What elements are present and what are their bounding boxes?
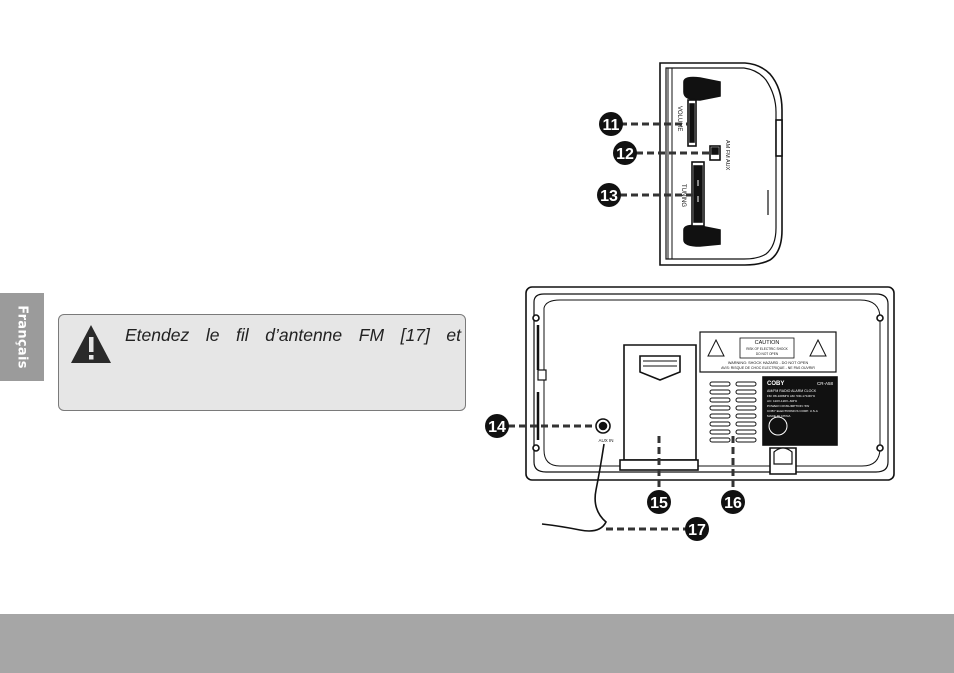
fm-antenna-wire <box>541 443 607 532</box>
callout-17: 17 <box>685 517 709 541</box>
rating-spec2: AC: 110V-120V~60Hz <box>767 399 798 403</box>
rating-brand: COBY <box>767 381 784 387</box>
warning-french: AVIS: RISQUE DE CHOC ELECTRIQUE - NE PAS… <box>721 366 815 370</box>
callout-16: 16 <box>721 490 745 514</box>
callout-11-text: 11 <box>603 117 620 134</box>
rating-model: CR-A58 <box>817 381 834 386</box>
callout-14: 14 <box>485 414 509 438</box>
callout-12: 12 <box>613 141 637 165</box>
aux-in-label: AUX IN <box>598 438 613 443</box>
volume-label: VOLUME <box>676 106 682 131</box>
side-view <box>659 62 783 266</box>
rating-spec1: FM: 88-108MHz AM: 530-1710KHz <box>767 394 816 398</box>
callout-16-text: 16 <box>724 495 742 512</box>
page-footer-bar <box>0 614 954 673</box>
caution-line2: DO NOT OPEN <box>756 352 779 356</box>
callout-13-text: 13 <box>600 188 618 205</box>
callout-15: 15 <box>647 490 671 514</box>
callout-11: 11 <box>599 112 623 136</box>
callout-17-text: 17 <box>688 522 706 539</box>
warning-note: Etendez le fil d’antenne FM [17] et <box>58 314 466 411</box>
rating-product: AM/FM RADIO ALARM CLOCK <box>767 389 817 393</box>
tuning-label: TUNING <box>680 184 686 207</box>
caution-line1: RISK OF ELECTRIC SHOCK <box>746 347 788 351</box>
callout-14-text: 14 <box>488 419 506 436</box>
callout-13: 13 <box>597 183 621 207</box>
warning-triangle-icon <box>71 325 111 363</box>
rating-made-in: MADE IN CHINA <box>767 414 791 418</box>
vent-grille <box>709 381 757 443</box>
band-switch-label: AM FM AUX <box>724 140 730 171</box>
language-tab[interactable]: Français <box>0 293 44 381</box>
warning-english: WARNING: SHOCK HAZARD - DO NOT OPEN <box>728 361 809 365</box>
rating-spec4: COBY ELECTRONICS CORP. U.S.A <box>767 409 819 413</box>
callout-12-text: 12 <box>616 146 634 163</box>
caution-title: CAUTION <box>755 340 780 346</box>
rating-spec3: POWER CONSUMPTION: 5W <box>767 404 809 408</box>
callout-15-text: 15 <box>650 495 668 512</box>
note-text: Etendez le fil d’antenne FM [17] et <box>125 325 461 345</box>
